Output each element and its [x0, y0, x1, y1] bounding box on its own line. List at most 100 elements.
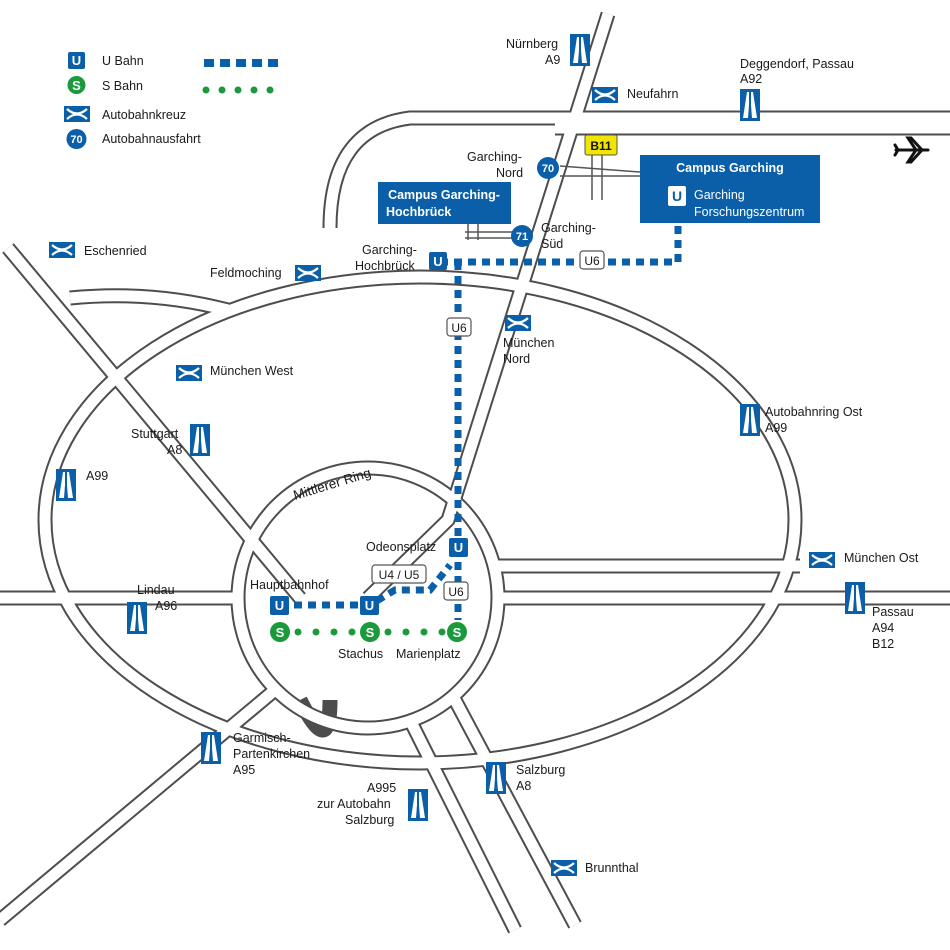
station-odeonsplatz-icon: U: [454, 540, 463, 555]
campus-hochbrueck-box[interactable]: Campus Garching- Hochbrück: [378, 182, 511, 224]
autobahn-icon-a9: [570, 34, 590, 66]
autobahn-icon-a8-south: [486, 762, 506, 794]
label-a94: A94: [872, 621, 894, 635]
autobahn-icon-a99-east: [740, 404, 760, 436]
exit-70-marker: 70: [537, 157, 559, 179]
station-garching-hochbrueck-icon: U: [433, 254, 442, 269]
label-a99-west: A99: [86, 469, 108, 483]
legend-sbahn-dots: [202, 86, 274, 94]
label-zur-autobahn: zur Autobahn: [317, 797, 391, 811]
label-a8-south: A8: [516, 779, 531, 793]
label-a99-east: A99: [765, 421, 787, 435]
u6-label-south: U6: [448, 585, 464, 599]
label-odeonsplatz: Odeonsplatz: [366, 540, 436, 554]
campus-garching-station-line2: Forschungszentrum: [694, 205, 804, 219]
label-garching-sued-2: Süd: [541, 237, 563, 251]
station-hauptbahnhof-ubahn-icon: U: [275, 598, 284, 613]
u6-box-north: U6: [579, 250, 605, 270]
label-garmisch-2: Partenkirchen: [233, 747, 310, 761]
kreuz-icon-brunnthal: [549, 858, 579, 878]
autobahn-icon-a8-north: [190, 424, 210, 456]
station-stachus-sbahn[interactable]: S: [360, 622, 380, 642]
sbahn-line: [294, 628, 446, 636]
campus-garching-station-line1: Garching: [694, 188, 745, 202]
autobahn-icon-a99-west: [56, 469, 76, 501]
station-marienplatz-sbahn-icon: S: [453, 625, 462, 640]
station-stachus-ubahn-icon: U: [365, 598, 374, 613]
label-garching-nord-2: Nord: [496, 166, 523, 180]
label-muenchen-west: München West: [210, 364, 294, 378]
kreuz-icon-neufahrn: [590, 85, 620, 105]
station-odeonsplatz[interactable]: U: [449, 538, 468, 557]
label-autobahnring-ost: Autobahnring Ost: [765, 405, 863, 419]
legend-sbahn-label: S Bahn: [102, 79, 143, 93]
u6-box-south: U6: [443, 581, 469, 601]
label-deggendorf: Deggendorf, Passau: [740, 57, 854, 71]
station-garching-hochbrueck[interactable]: U: [429, 252, 447, 270]
label-stachus: Stachus: [338, 647, 383, 661]
u6-box-middle: U6: [446, 317, 472, 337]
legend-exit-label: Autobahnausfahrt: [102, 132, 201, 146]
label-nuernberg: Nürnberg: [506, 37, 558, 51]
kreuz-icon-feldmoching: [293, 263, 323, 283]
label-a95: A95: [233, 763, 255, 777]
exit-70-number: 70: [542, 163, 554, 175]
label-muenchen-nord-1: München: [503, 336, 554, 350]
label-eschenried: Eschenried: [84, 244, 147, 258]
place-labels: Nürnberg A9 Deggendorf, Passau A92 Neufa…: [84, 37, 919, 875]
station-hauptbahnhof-sbahn[interactable]: S: [270, 622, 290, 642]
station-hauptbahnhof-ubahn[interactable]: U: [270, 596, 289, 615]
label-marienplatz: Marienplatz: [396, 647, 461, 661]
exit-71-number: 71: [516, 231, 528, 243]
label-b12: B12: [872, 637, 894, 651]
label-garching-sued-1: Garching-: [541, 221, 596, 235]
u4u5-label: U4 / U5: [379, 568, 420, 582]
label-garching-nord-1: Garching-: [467, 150, 522, 164]
campus-garching-ubahn-icon: [668, 186, 686, 206]
station-stachus-ubahn[interactable]: U: [360, 596, 379, 615]
legend-ubahn-icon: [68, 52, 85, 69]
exit-71-marker: 71: [511, 225, 533, 247]
station-stachus-sbahn-icon: S: [366, 625, 375, 640]
autobahn-icon-a94: [845, 582, 865, 614]
legend-exit-icon: [66, 129, 87, 149]
autobahn-icon-a995: [408, 789, 428, 821]
legend-sbahn-icon: [67, 76, 86, 94]
label-salzburg-2: Salzburg: [345, 813, 394, 827]
label-lindau: Lindau: [137, 583, 175, 597]
kreuz-icon-eschenried: [47, 240, 77, 260]
kreuz-icon-muenchen-nord: [503, 313, 533, 333]
campus-hochbrueck-line2: Hochbrück: [386, 205, 451, 219]
legend-sbahn-icon-letter: S: [72, 78, 81, 93]
label-a92: A92: [740, 72, 762, 86]
label-garmisch-1: Garmisch-: [233, 731, 291, 745]
label-hauptbahnhof: Hauptbahnhof: [250, 578, 329, 592]
u6-label-north: U6: [584, 254, 600, 268]
campus-garching-title: Campus Garching: [676, 161, 784, 175]
airport-plane-icon: [893, 136, 930, 164]
label-a9: A9: [545, 53, 560, 67]
label-muenchen-nord-2: Nord: [503, 352, 530, 366]
legend-ubahn-label: U Bahn: [102, 54, 144, 68]
label-salzburg: Salzburg: [516, 763, 565, 777]
b11-label: B11: [590, 139, 612, 153]
station-hauptbahnhof-sbahn-icon: S: [276, 625, 285, 640]
campus-garching-ubahn-letter: U: [672, 188, 682, 204]
label-garching-hb-2: Hochbrück: [355, 259, 415, 273]
label-muenchen-ost: München Ost: [844, 551, 919, 565]
label-neufahrn: Neufahrn: [627, 87, 678, 101]
autobahn-icon-a95: [201, 732, 221, 764]
legend: U U Bahn S S Bahn Autobahnkreuz 70 Autob…: [62, 52, 282, 149]
legend-kreuz-icon: [62, 104, 92, 124]
label-brunnthal: Brunnthal: [585, 861, 639, 875]
campus-garching-box[interactable]: Campus Garching U Garching Forschungszen…: [640, 155, 820, 223]
station-marienplatz-sbahn[interactable]: S: [447, 622, 467, 642]
kreuz-icon-muenchen-west: [174, 363, 204, 383]
u6-label-middle: U6: [451, 321, 467, 335]
label-passau: Passau: [872, 605, 914, 619]
label-feldmoching: Feldmoching: [210, 266, 282, 280]
kreuz-icon-muenchen-ost: [807, 550, 837, 570]
u4u5-box: U4 / U5: [371, 564, 427, 584]
b11-sign: B11: [584, 134, 618, 156]
